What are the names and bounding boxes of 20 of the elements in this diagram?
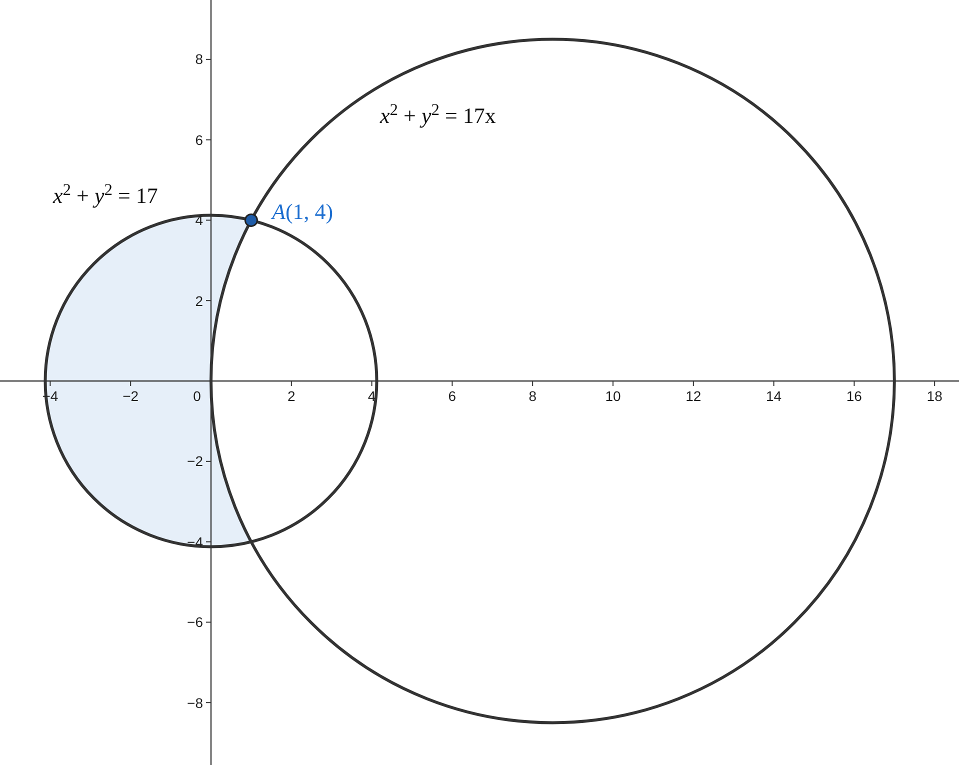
tick-label: 14: [766, 389, 782, 403]
tick-label: 8: [195, 52, 203, 66]
tick-label: 4: [195, 213, 203, 228]
tick-label: 6: [448, 389, 456, 403]
tick-label: −2: [122, 389, 139, 403]
tick-label: 12: [686, 389, 702, 403]
tick-label: 2: [288, 389, 296, 403]
tick-label: −2: [187, 454, 203, 468]
tick-label: 18: [926, 389, 942, 403]
tick-label: −6: [187, 615, 203, 630]
tick-label: 10: [605, 389, 621, 403]
point-label: A(1, 4): [272, 201, 334, 223]
tick-label: 2: [195, 294, 203, 308]
tick-label: 0: [193, 389, 201, 403]
tick-label: 16: [846, 389, 862, 403]
tick-label: 6: [195, 132, 203, 147]
tick-label: −8: [187, 696, 203, 710]
equation-label: x$^{2}$ + y$^{2}$ = 17: [53, 185, 158, 207]
tick-label: 8: [528, 389, 536, 403]
equation-label: x$^{2}$ + y$^{2}$ = 17x: [380, 105, 496, 127]
